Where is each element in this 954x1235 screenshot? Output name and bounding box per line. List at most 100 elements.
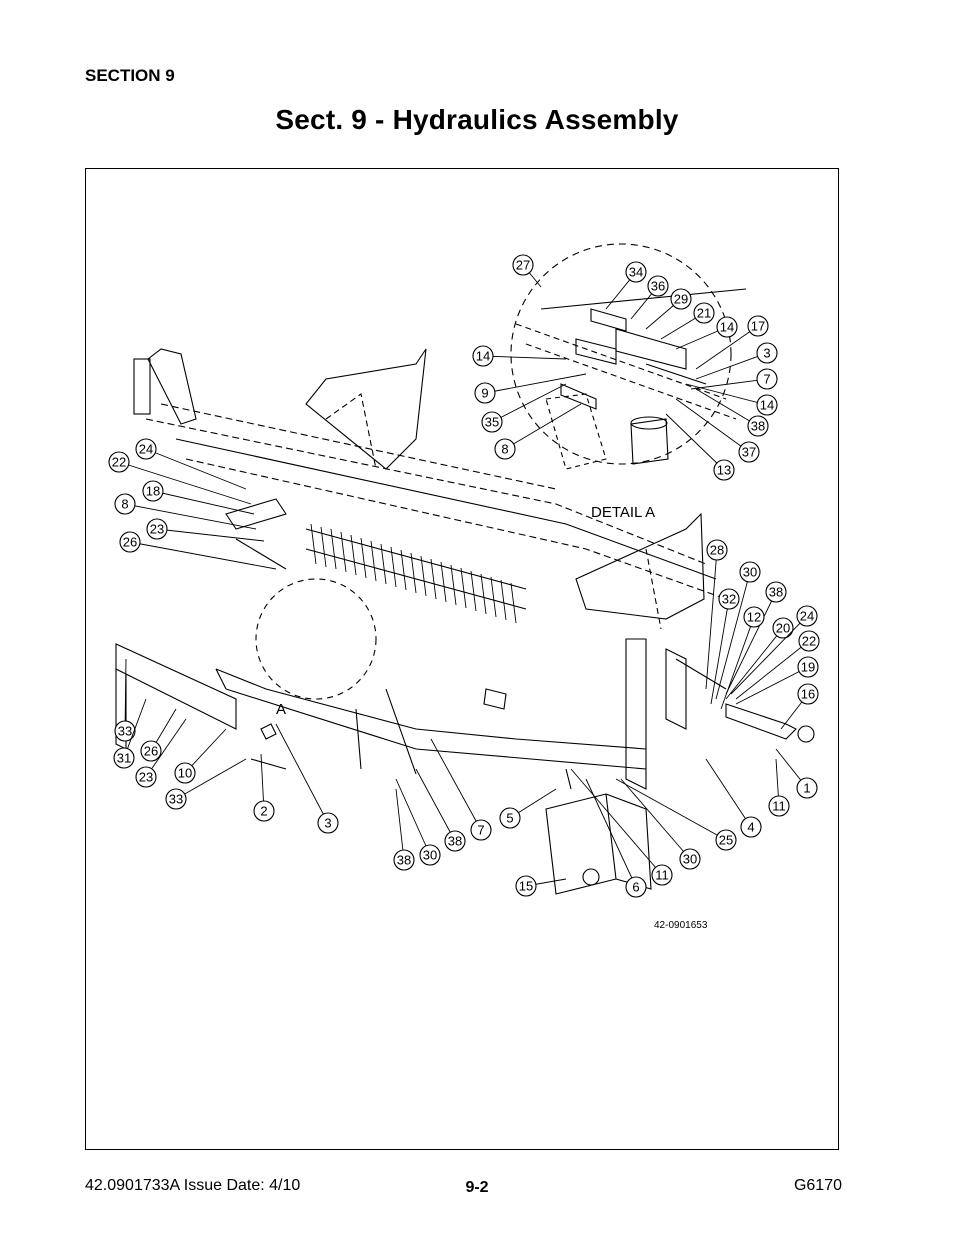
callout-20: 20 bbox=[725, 617, 794, 700]
callout-label: 38 bbox=[448, 834, 462, 849]
callout-label: 28 bbox=[710, 543, 724, 558]
callout-label: 2 bbox=[260, 804, 267, 819]
footer-page-number: 9-2 bbox=[465, 1179, 489, 1196]
callout-label: 30 bbox=[743, 565, 757, 580]
callout-7: 7 bbox=[690, 368, 778, 390]
callout-1: 1 bbox=[775, 748, 818, 799]
view-marker-a: A bbox=[276, 701, 286, 718]
callout-label: 26 bbox=[144, 744, 158, 759]
callout-38: 38 bbox=[415, 768, 466, 852]
callout-label: 18 bbox=[146, 484, 160, 499]
callout-label: 38 bbox=[751, 419, 765, 434]
callout-8: 8 bbox=[114, 493, 257, 530]
callout-4: 4 bbox=[705, 758, 762, 838]
assembly-drawing bbox=[115, 348, 815, 895]
callout-label: 30 bbox=[423, 848, 437, 863]
callout-24: 24 bbox=[730, 605, 818, 695]
callout-22: 22 bbox=[735, 630, 820, 700]
callout-14: 14 bbox=[685, 383, 778, 416]
callout-label: 11 bbox=[655, 868, 669, 883]
callout-30: 30 bbox=[715, 561, 761, 700]
footer-doc-issue: 42.0901733A Issue Date: 4/10 bbox=[85, 1177, 301, 1194]
callout-label: 26 bbox=[123, 535, 137, 550]
callout-label: 12 bbox=[747, 610, 761, 625]
callout-label: 13 bbox=[717, 463, 731, 478]
callout-32: 32 bbox=[710, 588, 740, 705]
callout-label: 25 bbox=[719, 833, 733, 848]
callout-15: 15 bbox=[515, 875, 567, 897]
callout-38: 38 bbox=[725, 581, 787, 695]
callout-label: 24 bbox=[800, 609, 814, 624]
callout-label: 37 bbox=[742, 445, 756, 460]
callout-label: 3 bbox=[324, 816, 331, 831]
detail-a-drawing bbox=[510, 243, 747, 470]
callout-23: 23 bbox=[146, 518, 265, 542]
footer-model: G6170 bbox=[793, 1177, 842, 1194]
drawing-number: 42-0901653 bbox=[654, 920, 708, 931]
callout-label: 30 bbox=[683, 852, 697, 867]
callout-label: 19 bbox=[801, 660, 815, 675]
callout-3: 3 bbox=[275, 723, 339, 834]
callout-label: 4 bbox=[747, 820, 754, 835]
callout-24: 24 bbox=[135, 438, 247, 490]
callout-17: 17 bbox=[695, 315, 769, 370]
callout-38: 38 bbox=[695, 388, 769, 437]
page-title: Sect. 9 - Hydraulics Assembly bbox=[275, 104, 679, 135]
callout-label: 23 bbox=[139, 770, 153, 785]
callout-label: 1 bbox=[803, 781, 810, 796]
callout-31: 31 bbox=[113, 698, 147, 769]
callout-label: 22 bbox=[112, 455, 126, 470]
callout-label: 38 bbox=[769, 585, 783, 600]
callout-30: 30 bbox=[395, 778, 441, 866]
callout-label: 34 bbox=[629, 265, 643, 280]
callout-6: 6 bbox=[585, 778, 647, 898]
callout-label: 29 bbox=[674, 292, 688, 307]
callout-label: 14 bbox=[476, 349, 490, 364]
callout-label: 7 bbox=[477, 823, 484, 838]
callout-8: 8 bbox=[494, 403, 582, 460]
callout-label: 10 bbox=[178, 766, 192, 781]
callout-2: 2 bbox=[253, 753, 275, 822]
callout-3: 3 bbox=[695, 342, 778, 380]
callout-33: 33 bbox=[114, 658, 136, 742]
callout-label: 17 bbox=[751, 319, 765, 334]
callout-label: 21 bbox=[697, 306, 711, 321]
callout-30: 30 bbox=[620, 778, 701, 870]
callout-12: 12 bbox=[720, 606, 765, 710]
callout-33: 33 bbox=[165, 758, 247, 810]
callout-label: 14 bbox=[760, 398, 774, 413]
callout-9: 9 bbox=[474, 373, 587, 404]
callout-label: 33 bbox=[169, 792, 183, 807]
callout-23: 23 bbox=[135, 718, 187, 788]
callout-label: 24 bbox=[139, 442, 153, 457]
callout-label: 14 bbox=[720, 320, 734, 335]
callout-14: 14 bbox=[472, 345, 567, 367]
detail-a-label: DETAIL A bbox=[591, 504, 655, 521]
callout-38: 38 bbox=[393, 788, 415, 871]
callout-label: 3 bbox=[763, 346, 770, 361]
callout-label: 23 bbox=[150, 522, 164, 537]
callout-label: 33 bbox=[118, 724, 132, 739]
callout-22: 22 bbox=[108, 451, 252, 505]
callout-11: 11 bbox=[768, 758, 790, 817]
callout-label: 5 bbox=[506, 811, 513, 826]
callout-27: 27 bbox=[512, 254, 542, 288]
callout-10: 10 bbox=[174, 728, 227, 784]
callout-25: 25 bbox=[615, 778, 737, 851]
callout-19: 19 bbox=[735, 656, 819, 705]
callout-26: 26 bbox=[140, 708, 177, 762]
callout-36: 36 bbox=[630, 275, 669, 320]
callout-label: 6 bbox=[632, 880, 639, 895]
callout-label: 9 bbox=[481, 386, 488, 401]
callout-37: 37 bbox=[675, 398, 760, 463]
section-label: SECTION 9 bbox=[85, 66, 175, 85]
callout-label: 15 bbox=[519, 879, 533, 894]
callout-11: 11 bbox=[570, 768, 673, 886]
callout-label: 11 bbox=[772, 799, 786, 814]
callout-18: 18 bbox=[142, 480, 255, 515]
callout-label: 38 bbox=[397, 853, 411, 868]
callout-label: 22 bbox=[802, 634, 816, 649]
callout-14: 14 bbox=[675, 316, 738, 350]
